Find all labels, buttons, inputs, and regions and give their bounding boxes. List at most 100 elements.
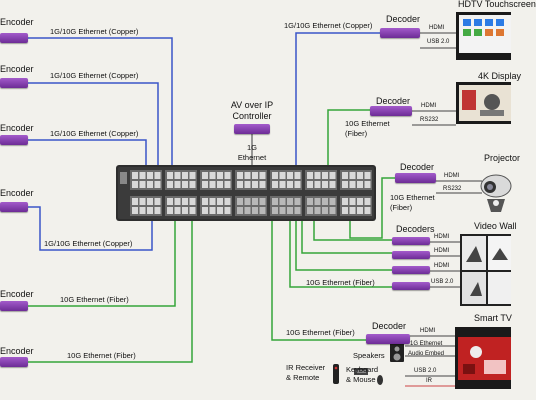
switch-port — [349, 181, 356, 188]
mouse-icon — [377, 375, 383, 385]
fiber-cables — [28, 109, 395, 363]
projector-link-line1: 10G Ethernet — [390, 193, 435, 202]
controller-title-line2: Controller — [232, 111, 272, 121]
switch-port — [167, 172, 173, 179]
encoder-4-device — [0, 202, 28, 212]
touchscreen-decoder-device — [380, 28, 420, 38]
switch-port — [132, 172, 138, 179]
cable-encoder-5 — [28, 196, 176, 307]
switch-port — [182, 198, 188, 205]
encoder-6-device — [0, 357, 28, 367]
switch-port — [244, 207, 251, 214]
encoder-2-label: Encoder — [0, 64, 34, 74]
switch-port — [182, 207, 188, 214]
switch-port — [364, 198, 371, 205]
switch-port — [252, 207, 258, 214]
switch-port — [189, 207, 196, 214]
switch-port — [349, 207, 356, 214]
videowall-decoder-4-device — [392, 282, 430, 290]
switch-port — [147, 198, 153, 205]
switch-port — [307, 172, 313, 179]
smarttv-decoder-label: Decoder — [372, 321, 407, 331]
touchscreen-hdmi-label: HDMI — [429, 25, 445, 31]
switch-port — [189, 181, 196, 188]
switch-port — [314, 172, 321, 179]
cable-encoder-2 — [28, 82, 159, 168]
cable-encoder-1 — [28, 37, 173, 168]
switch-port — [252, 181, 258, 188]
encoder-5-link-label: 10G Ethernet (Fiber) — [60, 295, 129, 304]
touchscreen-link-label: 1G/10G Ethernet (Copper) — [284, 21, 373, 30]
encoder-4-link-label: 1G/10G Ethernet (Copper) — [44, 239, 133, 248]
switch-port — [237, 172, 243, 179]
encoder-4-label: Encoder — [0, 188, 34, 198]
switch-port — [294, 198, 301, 205]
touchscreen-decoder-label: Decoder — [386, 14, 421, 24]
switch-port — [182, 172, 188, 179]
switch-port — [202, 198, 208, 205]
videowall-hdmi-label-3: HDMI — [434, 263, 450, 269]
projector-rs232-label: RS232 — [443, 186, 462, 192]
videowall-usb-label: USB 2.0 — [431, 279, 454, 285]
switch-port — [154, 181, 161, 188]
keyboard-icon — [354, 368, 368, 375]
switch-port — [287, 207, 293, 214]
switch-port — [329, 207, 336, 214]
keyboard-line2: & Mouse — [346, 375, 376, 384]
cable-encoder-4 — [28, 196, 153, 251]
switch-port — [217, 172, 223, 179]
display-links — [405, 32, 482, 387]
projector — [480, 174, 512, 212]
network-switch — [116, 165, 376, 221]
touchscreen-display — [456, 12, 511, 60]
switch-port — [322, 172, 328, 179]
encoder-6-link-label: 10G Ethernet (Fiber) — [67, 351, 136, 360]
switch-port — [287, 198, 293, 205]
switch-port — [244, 181, 251, 188]
video-wall — [460, 234, 511, 306]
controller-title-line1: AV over IP — [230, 100, 274, 110]
smarttv-usb-label: USB 2.0 — [414, 368, 437, 374]
videowall-decoder-1-device — [392, 237, 430, 245]
smarttv-link-label: 10G Ethernet (Fiber) — [286, 328, 355, 337]
videowall-hdmi-label-2: HDMI — [434, 248, 450, 254]
switch-port — [279, 181, 286, 188]
switch-port — [294, 172, 301, 179]
switch-port — [244, 198, 251, 205]
switch-port — [314, 198, 321, 205]
switch-port — [132, 207, 138, 214]
copper-cables — [28, 32, 380, 251]
switch-port — [167, 181, 173, 188]
switch-port — [287, 172, 293, 179]
switch-port — [364, 181, 371, 188]
cable-smarttv-decoder — [271, 196, 366, 341]
switch-port — [357, 198, 363, 205]
cable-projector-decoder — [349, 177, 395, 239]
switch-port — [279, 198, 286, 205]
switch-port — [272, 207, 278, 214]
smarttv-audio-label: Audio Embed — [408, 351, 445, 357]
smarttv-eth-label: 1G Ethernet — [410, 341, 443, 347]
smarttv-ir-label: IR — [426, 378, 432, 384]
projector-decoder-label: Decoder — [400, 162, 435, 172]
switch-port — [259, 207, 266, 214]
ir-receiver-line2: & Remote — [286, 373, 320, 382]
videowall-decoders-label: Decoders — [396, 224, 435, 234]
network-diagram — [28, 12, 512, 389]
cable-touchscreen — [295, 32, 380, 168]
smart-tv — [455, 327, 511, 389]
switch-port — [139, 198, 146, 205]
switch-port — [252, 198, 258, 205]
switch-port — [357, 172, 363, 179]
switch-port — [342, 207, 348, 214]
4k-display — [456, 82, 511, 124]
controller-link-line2: Ethernet — [237, 153, 267, 162]
switch-port — [202, 172, 208, 179]
switch-port — [224, 172, 231, 179]
switch-port — [139, 207, 146, 214]
switch-port — [182, 181, 188, 188]
switch-port — [202, 207, 208, 214]
switch-port — [322, 198, 328, 205]
videowall-title: Video Wall — [474, 221, 517, 231]
cable-encoder-3 — [28, 139, 147, 168]
